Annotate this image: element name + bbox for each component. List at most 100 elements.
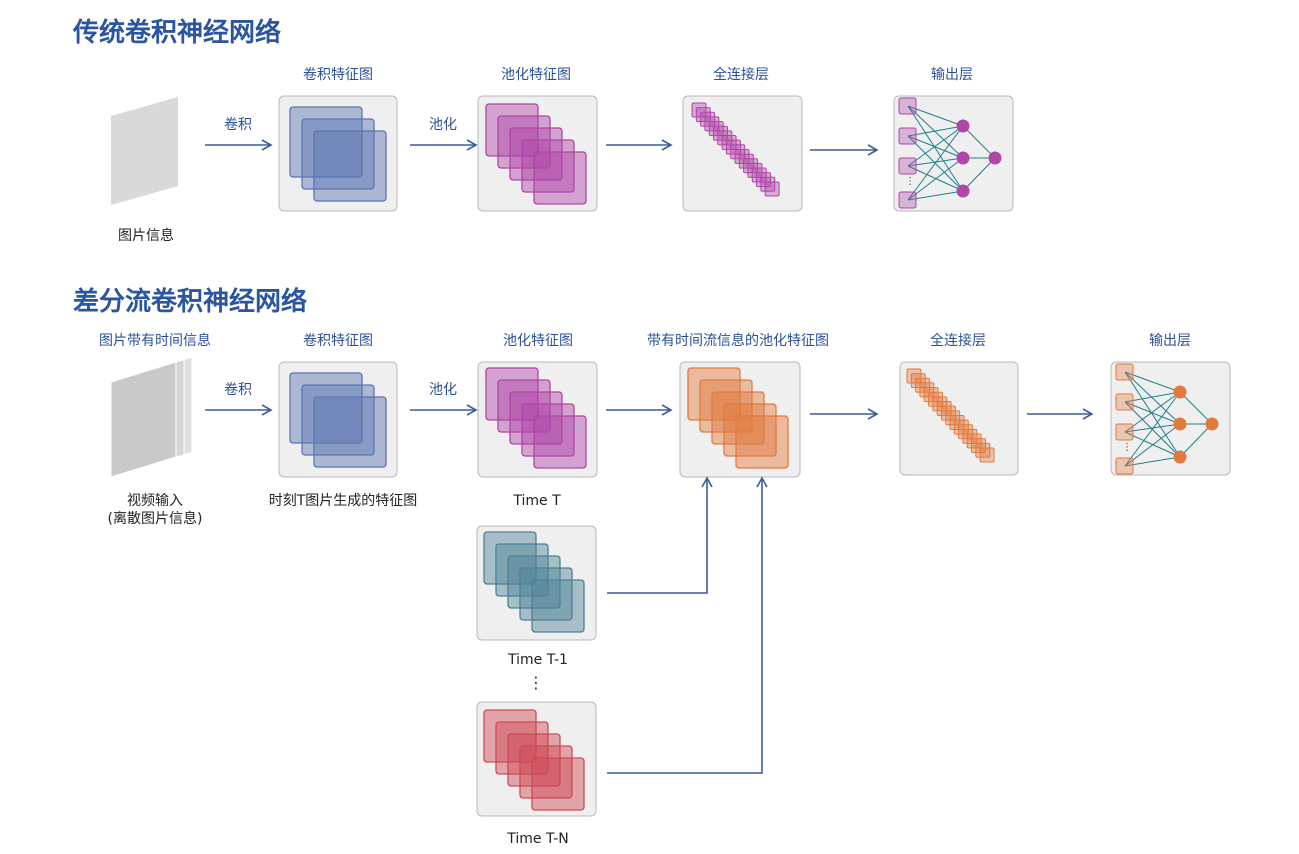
fc-arrow bbox=[810, 408, 879, 420]
time-t1-arrow bbox=[607, 476, 713, 594]
network-edge bbox=[1124, 401, 1181, 425]
fc-neuron bbox=[764, 181, 780, 197]
pool-arrow-head bbox=[466, 139, 478, 151]
input-node bbox=[1115, 423, 1134, 441]
fc-neuron bbox=[700, 111, 716, 127]
network-edge bbox=[1124, 371, 1181, 458]
network-edge bbox=[907, 190, 964, 201]
time-t1-arrow-line bbox=[607, 478, 708, 594]
network-edge bbox=[1124, 391, 1181, 403]
input-node bbox=[898, 97, 917, 115]
output-arrow bbox=[810, 144, 879, 156]
output-network: ⋮ bbox=[1115, 363, 1219, 475]
network-ellipsis: ⋮ bbox=[1122, 442, 1132, 453]
output-node bbox=[988, 151, 1002, 165]
input-node bbox=[1115, 363, 1134, 381]
video-input-label: 视频输入 bbox=[127, 493, 183, 509]
network-edge bbox=[1124, 391, 1181, 467]
fc-neuron bbox=[966, 433, 982, 449]
conv-arrow-head bbox=[261, 139, 273, 151]
fc-neuron bbox=[958, 424, 974, 440]
conv-map-label: 卷积特征图 bbox=[303, 67, 373, 83]
hidden-node bbox=[1173, 450, 1187, 464]
image-input-label: 图片信息 bbox=[118, 228, 174, 244]
fc-neuron bbox=[919, 382, 935, 398]
fc-neuron bbox=[971, 438, 986, 454]
fc-neuron bbox=[945, 410, 961, 426]
pool-arrow bbox=[410, 404, 478, 416]
input-node bbox=[898, 127, 917, 145]
time-tn-arrow-line bbox=[607, 478, 763, 774]
fc-arrow-head bbox=[661, 139, 673, 151]
input-node bbox=[898, 157, 917, 175]
video-input-sublabel: (离散图片信息) bbox=[107, 511, 203, 527]
output-layer-panel bbox=[1110, 361, 1231, 476]
conv-map-caption: 时刻T图片生成的特征图 bbox=[268, 493, 418, 509]
network-edge bbox=[962, 157, 996, 192]
ellipsis: ⋮ bbox=[528, 673, 544, 692]
pool-arrow bbox=[410, 139, 478, 151]
output-network: ⋮ bbox=[898, 97, 1002, 209]
fc-neuron bbox=[704, 116, 720, 132]
fc-neuron bbox=[953, 419, 969, 435]
input-node bbox=[1115, 457, 1134, 475]
network-edge bbox=[1124, 456, 1181, 467]
conv-arrow bbox=[205, 404, 273, 416]
network-edge bbox=[907, 157, 964, 201]
hidden-node bbox=[1173, 385, 1187, 399]
conv-feature-map bbox=[289, 372, 363, 444]
network-edge bbox=[907, 125, 964, 167]
fc-neuron bbox=[906, 368, 922, 384]
fc-neuron bbox=[717, 130, 733, 146]
network-edge bbox=[907, 105, 964, 192]
fc-neuron bbox=[756, 172, 771, 188]
time-tn-label: Time T-N bbox=[507, 831, 569, 847]
conv-arrow bbox=[205, 139, 273, 151]
fc-neuron bbox=[734, 148, 750, 164]
pool-arrow-label: 池化 bbox=[429, 117, 457, 133]
conv-map-label: 卷积特征图 bbox=[303, 333, 373, 349]
pool-map-label: 池化特征图 bbox=[501, 67, 571, 83]
hidden-node bbox=[956, 119, 970, 133]
network-edge bbox=[907, 157, 964, 167]
fc-neuron bbox=[962, 428, 978, 444]
conv-arrow-label: 卷积 bbox=[224, 382, 252, 398]
input-node bbox=[898, 191, 917, 209]
time-tn-arrow-head bbox=[756, 476, 768, 488]
fc-neuron bbox=[708, 121, 724, 137]
time-tn-feature-map bbox=[531, 757, 585, 811]
pool-feature-map bbox=[533, 151, 587, 205]
network-edge bbox=[907, 105, 964, 127]
network-edge bbox=[1124, 423, 1181, 467]
fc-neuron bbox=[760, 176, 776, 192]
fc-neuron bbox=[738, 153, 754, 169]
output-layer-panel bbox=[893, 95, 1014, 212]
fc-neuron bbox=[751, 167, 767, 183]
conv-map-panel bbox=[278, 95, 398, 212]
fc-neuron bbox=[743, 158, 759, 174]
network-edge bbox=[907, 125, 964, 201]
fc-neuron bbox=[713, 125, 728, 141]
network-edge bbox=[962, 125, 996, 159]
fc-neuron bbox=[725, 139, 741, 155]
fc-layer-label: 全连接层 bbox=[713, 67, 769, 83]
fc-neuron bbox=[932, 396, 948, 412]
time-t-label: Time T bbox=[513, 493, 561, 509]
output-arrow-head bbox=[1082, 408, 1094, 420]
time-tn-arrow bbox=[607, 476, 768, 774]
pool-map-label: 池化特征图 bbox=[503, 333, 573, 349]
conv-feature-map bbox=[301, 118, 375, 190]
section-title-traditional: 传统卷积神经网络 bbox=[73, 18, 282, 48]
fc-neuron bbox=[730, 144, 746, 160]
fc-neuron bbox=[695, 107, 711, 123]
network-edge bbox=[907, 105, 964, 159]
network-edge bbox=[907, 135, 964, 159]
video-frame bbox=[110, 361, 177, 478]
temporal-feature-map bbox=[735, 415, 789, 469]
hidden-node bbox=[1173, 417, 1187, 431]
temporal-arrow bbox=[606, 404, 673, 416]
fc-neuron bbox=[975, 442, 991, 458]
network-edge bbox=[907, 125, 964, 137]
fc-neuron bbox=[928, 391, 943, 407]
